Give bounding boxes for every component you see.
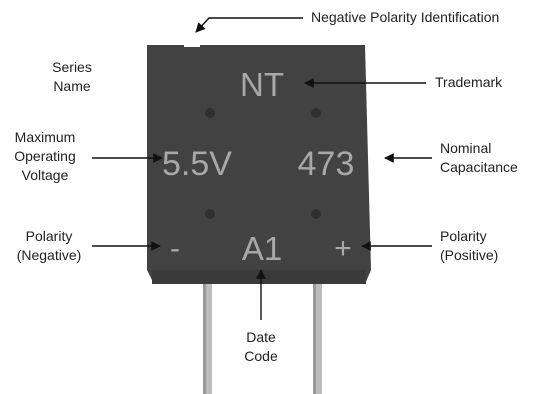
label-trademark: Trademark bbox=[435, 74, 503, 90]
mold-dimple bbox=[311, 108, 321, 118]
mold-dimple bbox=[311, 209, 321, 219]
lead-left bbox=[203, 283, 212, 394]
mold-dimple bbox=[205, 209, 215, 219]
negative-polarity-notch bbox=[184, 41, 200, 47]
body-bottom-band bbox=[152, 270, 366, 284]
label-date-code: Date Code bbox=[244, 329, 278, 364]
lead-right-shade bbox=[313, 283, 316, 394]
label-polarity-negative: Polarity (Negative) bbox=[16, 228, 82, 263]
marking-voltage: 5.5V bbox=[162, 145, 232, 183]
marking-positive: + bbox=[334, 232, 352, 265]
mold-dimple bbox=[205, 108, 215, 118]
label-negative-polarity-identification: Negative Polarity Identification bbox=[311, 9, 500, 25]
label-polarity-positive: Polarity (Positive) bbox=[440, 228, 499, 263]
marking-trademark: NT bbox=[240, 66, 284, 103]
lead-left-shade bbox=[203, 283, 206, 394]
marking-capacitance: 473 bbox=[298, 145, 355, 183]
label-series-name: Series Name bbox=[52, 59, 92, 94]
capacitor-body bbox=[147, 45, 371, 284]
label-nominal-capacitance: Nominal Capacitance bbox=[440, 140, 518, 175]
label-maximum-operating-voltage: Maximum Operating Voltage bbox=[14, 129, 76, 183]
marking-date-code: A1 bbox=[242, 230, 282, 267]
lead-right bbox=[313, 283, 322, 394]
marking-negative: - bbox=[170, 232, 180, 265]
arrow-negative-polarity-identification bbox=[195, 17, 303, 33]
